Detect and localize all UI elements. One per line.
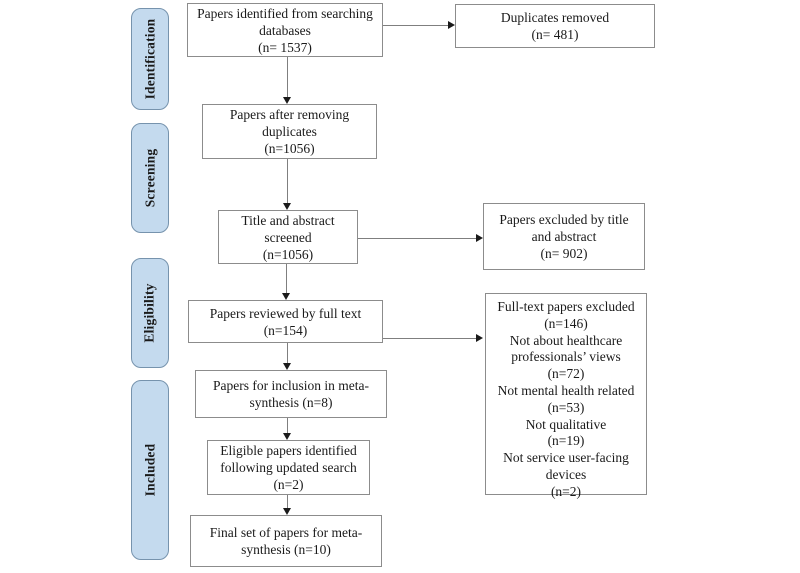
arrow-meta-synthesis-to-updated-search (283, 418, 291, 440)
stage-eligibility: Eligibility (131, 258, 169, 368)
arrow-screened-to-excluded-title (358, 234, 483, 242)
box-meta-synthesis-inclusion: Papers for inclusion in meta- synthesis … (195, 370, 387, 418)
arrow-after-duplicates-to-screened (283, 159, 291, 210)
arrow-updated-search-to-final-set (283, 495, 291, 515)
stage-screening-label: Screening (142, 148, 157, 208)
box-papers-after-duplicates: Papers after removing duplicates (n=1056… (202, 104, 377, 159)
stage-eligibility-label: Eligibility (142, 283, 157, 343)
box-final-set: Final set of papers for meta- synthesis … (190, 515, 382, 567)
stage-identification-label: Identification (142, 18, 157, 100)
box-updated-search: Eligible papers identified following upd… (207, 440, 370, 495)
stage-included: Included (131, 380, 169, 560)
box-title-abstract-screened: Title and abstract screened (n=1056) (218, 210, 358, 264)
stage-included-label: Included (142, 443, 157, 497)
box-excluded-title-abstract: Papers excluded by title and abstract (n… (483, 203, 645, 270)
arrow-screened-to-full-text (282, 264, 290, 300)
box-papers-identified: Papers identified from searching databas… (187, 3, 383, 57)
box-duplicates-removed: Duplicates removed (n= 481) (455, 4, 655, 48)
box-full-text-reviewed: Papers reviewed by full text (n=154) (188, 300, 383, 343)
box-excluded-full-text: Full-text papers excluded (n=146) Not ab… (485, 293, 647, 499)
stage-identification: Identification (131, 8, 169, 110)
arrow-full-text-to-meta-synthesis (283, 343, 291, 370)
arrow-identified-to-after-duplicates (283, 57, 291, 104)
arrow-full-text-to-excluded-fulltext (383, 334, 483, 342)
arrow-identified-to-duplicates-removed (383, 21, 455, 29)
stage-screening: Screening (131, 123, 169, 233)
